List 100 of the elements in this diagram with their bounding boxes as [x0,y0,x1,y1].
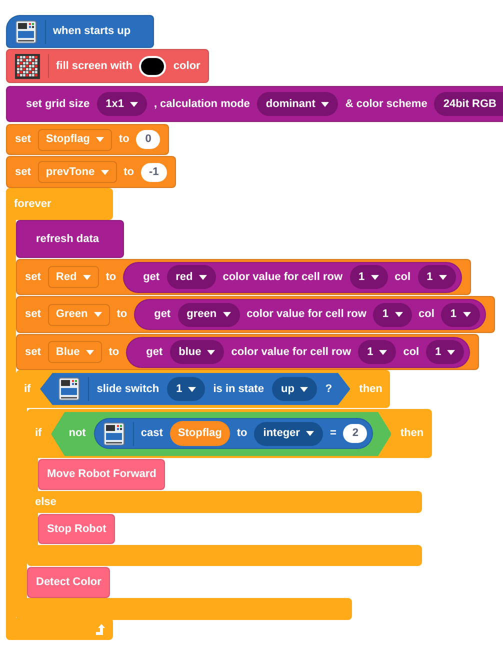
block-label: else [35,494,56,510]
block-label: col [403,344,420,360]
variable-dropdown [48,341,102,363]
reporter-block [126,336,470,368]
block-label: green [186,307,217,322]
number-input [136,130,160,149]
dropdown [350,265,388,289]
block-label: Stop Robot [47,522,106,537]
block-label: 1 [426,270,433,285]
variable-dropdown [48,304,110,326]
block-label: 1 [382,307,389,322]
block-label: set [25,344,41,360]
dropdown [256,92,338,116]
dropdown [96,92,147,116]
block-label: then [400,426,424,442]
number-input [141,162,167,182]
block-label: set [15,132,31,148]
block-label: slide switch [96,382,160,397]
block-label: then [359,382,382,397]
custom-block [27,567,110,598]
block-label: if [24,382,31,397]
block-label: set [15,164,31,180]
block-label: color [173,58,200,74]
dropdown [418,265,456,289]
block-label: 1 [367,344,374,360]
block-label: Detect Color [36,575,102,590]
reporter-block [134,299,486,330]
command-block [16,220,124,258]
block-label: Stopflag [178,426,222,442]
block-label: color value for cell row [246,307,366,322]
block-label: -1 [149,164,159,180]
block-label: when starts up [53,24,131,40]
variable-dropdown [48,266,99,288]
dropdown [426,340,464,364]
block-label: set grid size [26,96,90,112]
block-label: to [236,426,248,442]
set-variable-block [16,296,495,333]
custom-block [38,514,116,544]
custom-block [38,459,166,490]
block-label: get [154,307,171,322]
block-label: to [116,307,128,322]
block-label: to [108,344,120,360]
block-label: 1 [450,307,457,322]
variable-dropdown [38,161,117,183]
dropdown [178,302,240,326]
block-label: Green [56,307,88,322]
command-block [6,86,503,122]
variable-dropdown [38,128,112,150]
block-label: not [68,426,86,442]
command-block [6,49,210,83]
block-label: Red [56,270,77,285]
block-label: get [146,344,163,360]
block-label: if [35,426,42,442]
block-label: 24bit RGB [443,96,497,112]
block-label: to [106,270,116,285]
block-label: Stopflag [46,132,90,148]
block-label: col [418,307,434,322]
set-variable-block [16,334,480,370]
block-label: 1 [358,270,365,285]
dropdown [441,302,480,326]
condition-block [40,373,350,405]
not-operator-block [50,412,392,456]
block-label: 0 [145,132,152,148]
block-label: refresh data [36,232,99,247]
block-label: integer [263,426,300,442]
block-label: is in state [213,382,264,397]
dropdown [373,302,412,326]
block-label: forever [14,196,52,212]
block-label: 1x1 [106,96,124,112]
block-label: = [330,426,336,442]
block-label: ? [325,382,332,397]
color-swatch [139,56,166,76]
block-label: prevTone [46,164,95,180]
block-label: to [118,132,130,148]
dropdown [170,340,224,364]
block-label: 1 [176,382,182,397]
block-label: up [280,382,294,397]
reporter-block [123,262,462,292]
dropdown [358,340,396,364]
block-label: blue [178,344,202,360]
block-label: set [25,270,41,285]
block-label: dominant [266,96,316,112]
hat-block [6,15,154,48]
cast-reporter-block [94,418,374,449]
block-label: fill screen with [56,58,132,74]
set-variable-block [6,124,170,155]
block-label: red [176,270,193,285]
block-label: 2 [352,426,358,442]
block-label: get [143,270,160,285]
block-label: color value for cell row [231,344,352,360]
block-label: cast [140,426,163,442]
block-label: col [394,270,411,285]
block-label: 1 [435,344,442,360]
dropdown [434,92,503,116]
forever-loop-block [6,188,496,640]
block-label: Move Robot Forward [47,467,156,482]
block-label: to [124,164,134,180]
block-label: color value for cell row [222,270,343,285]
block-label: set [25,307,41,322]
block-label: Blue [56,344,80,360]
